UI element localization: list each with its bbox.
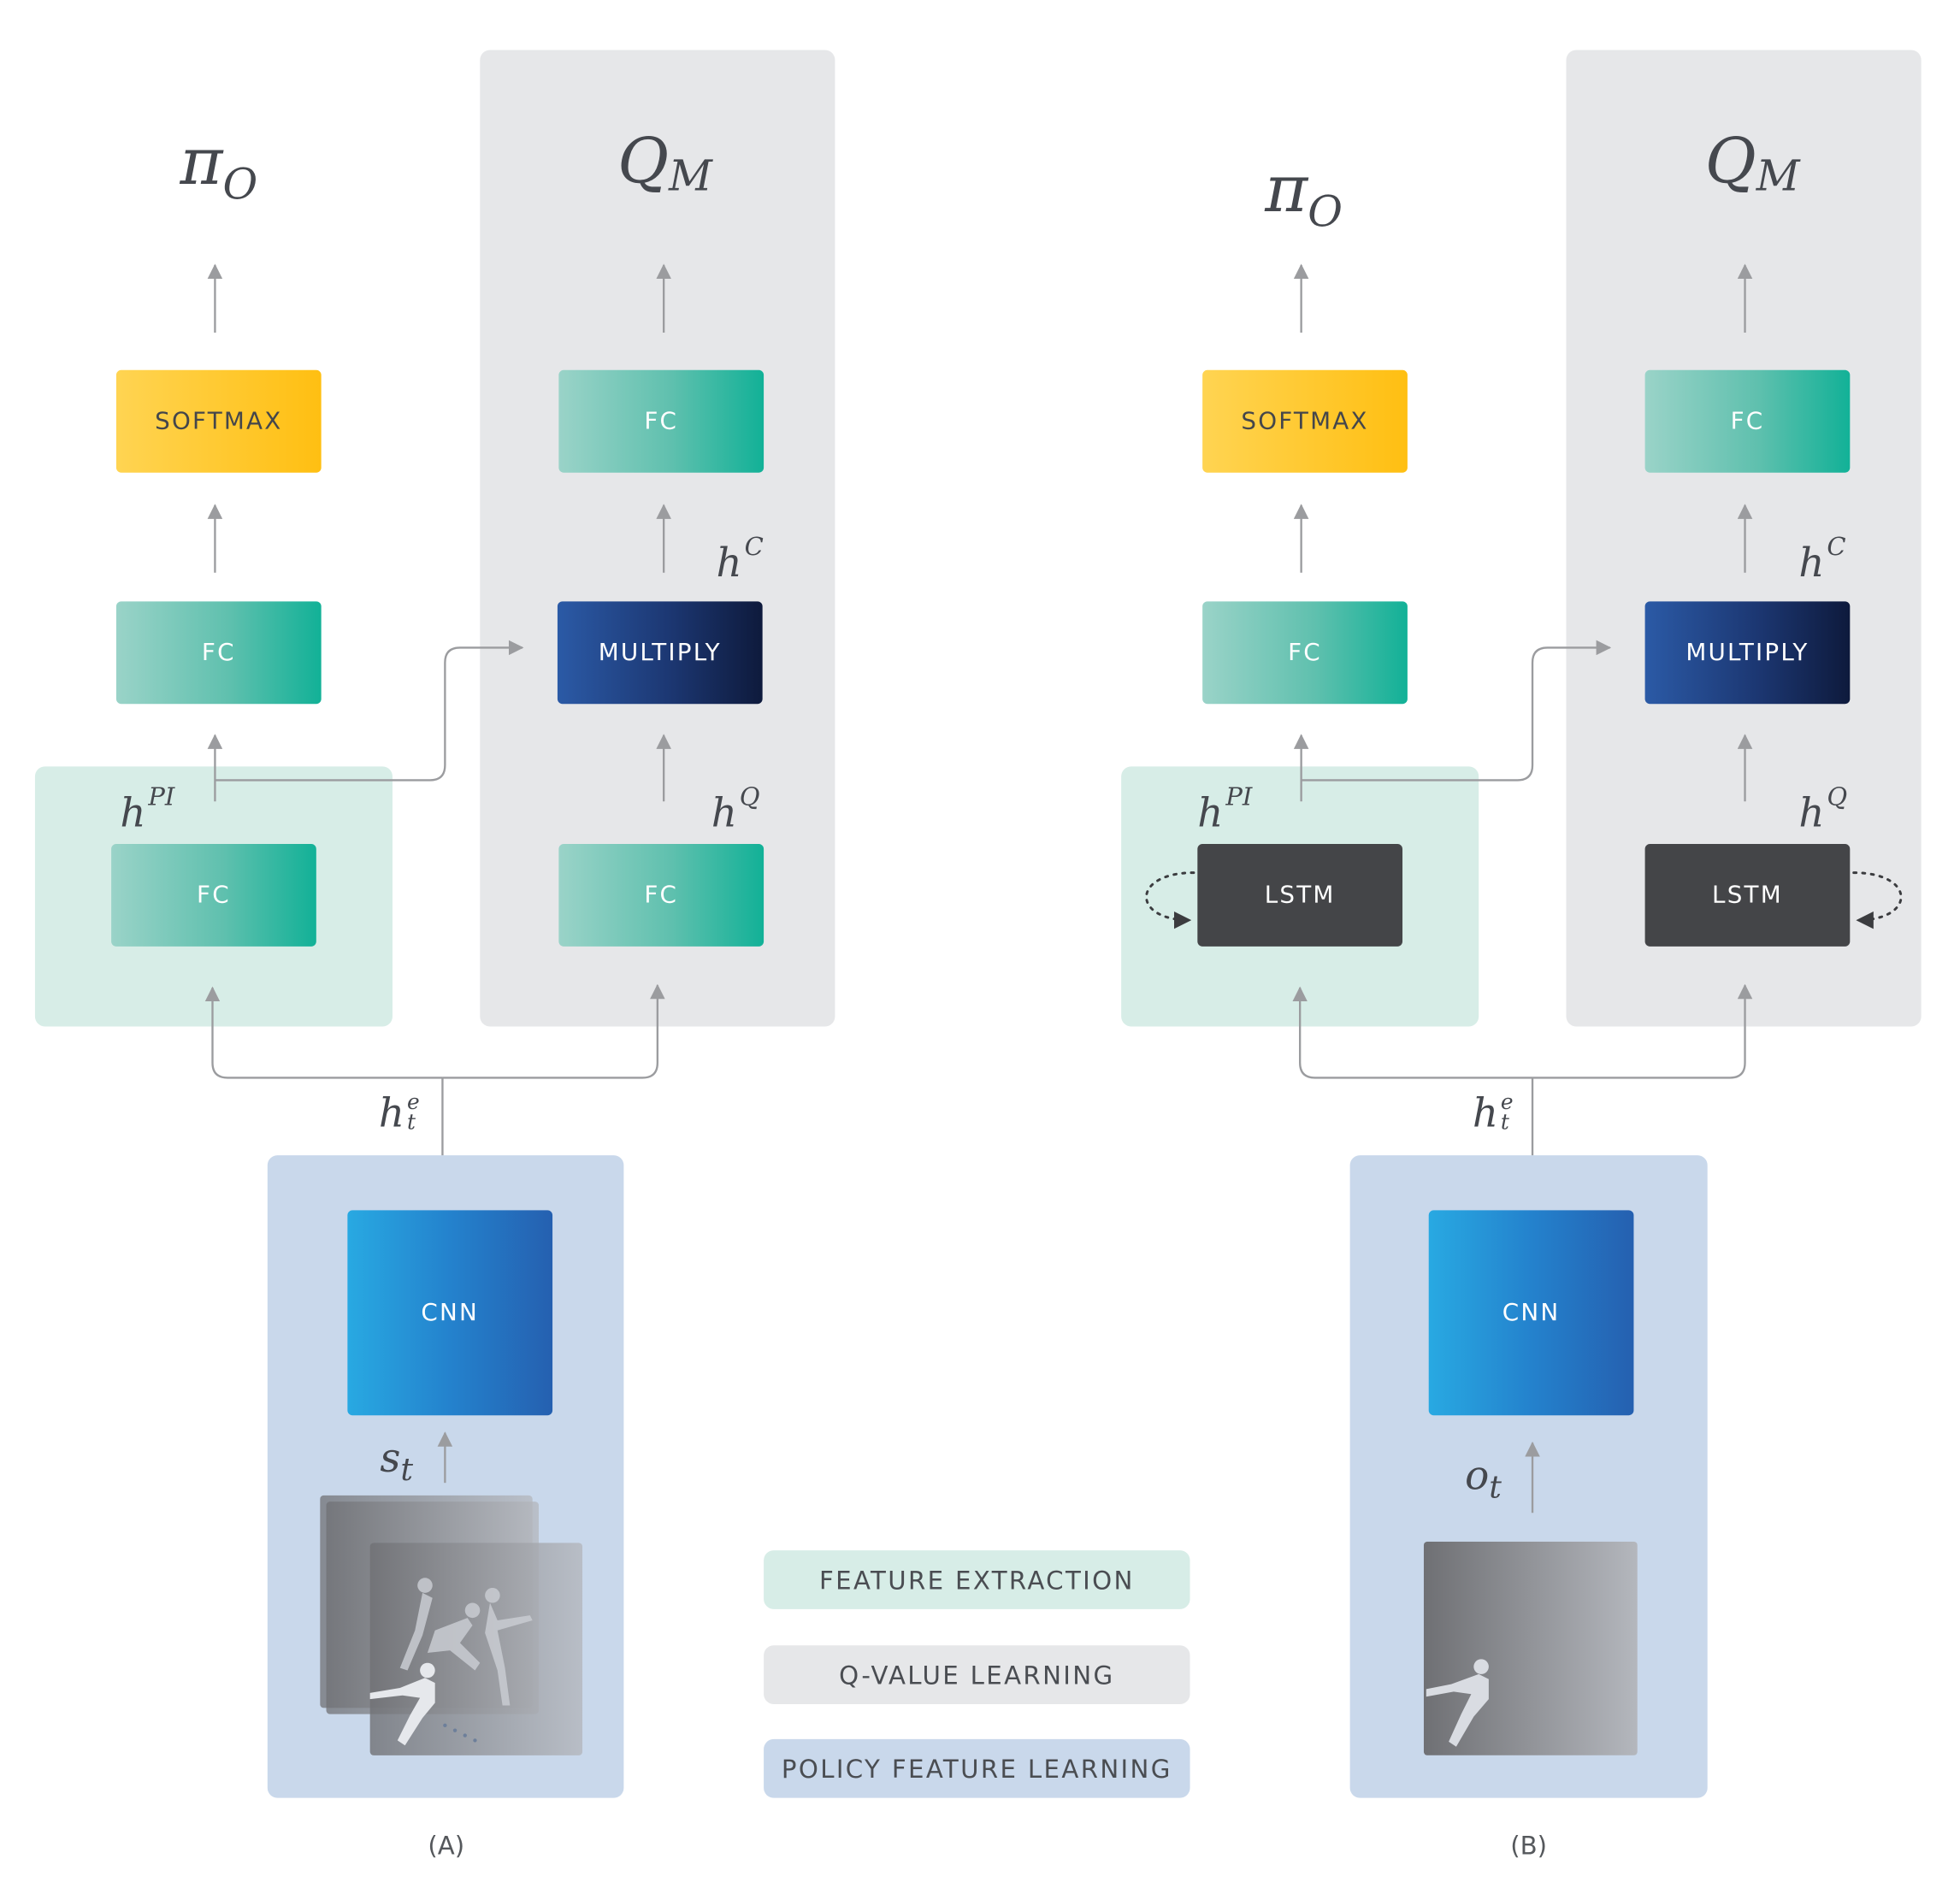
observation-input-label-b: ot [1465, 1451, 1502, 1506]
caption-a: (A) [428, 1830, 465, 1861]
softmax-box-a: SOFTMAX [115, 369, 322, 473]
legend-q-value-learning: Q-VALUE LEARNING [764, 1645, 1190, 1704]
athlete-silhouettes [399, 1578, 533, 1706]
cnn-box-a: CNN [347, 1210, 553, 1416]
policy-output-symbol-a: πO [180, 125, 258, 210]
legend-feature-extraction: FEATURE EXTRACTION [764, 1550, 1190, 1609]
policy-output-symbol-b: πO [1265, 152, 1343, 238]
fc-feature-box-a: FC [111, 843, 316, 947]
fc-q-top-box-b: FC [1644, 369, 1851, 473]
arrow-b-split-left [1292, 986, 1533, 1079]
fc-policy-box-a: FC [115, 601, 322, 705]
fc-q-top-box-a: FC [558, 369, 765, 473]
lstm-feature-box-b: LSTM [1197, 843, 1403, 947]
athlete-silhouette-icon [1426, 1659, 1489, 1747]
multiply-box-a: MULTIPLY [557, 601, 763, 705]
recurrent-loop-q-lstm [1852, 871, 1903, 929]
lstm-q-box-b: LSTM [1644, 843, 1851, 947]
q-output-symbol-a: QM [617, 125, 712, 202]
state-input-label-a: st [380, 1434, 414, 1488]
arrow-b-split-right [1532, 983, 1753, 1079]
fc-policy-box-b: FC [1202, 601, 1408, 705]
cnn-box-b: CNN [1428, 1210, 1634, 1416]
q-output-symbol-b: QM [1704, 125, 1800, 202]
athlete-silhouette-front [369, 1662, 435, 1746]
arrow-b-branch-right [1301, 640, 1612, 782]
input-frame-b [1423, 1541, 1638, 1755]
softmax-box-b: SOFTMAX [1202, 369, 1408, 473]
legend-policy-feature-learning: POLICY FEATURE LEARNING [764, 1738, 1190, 1798]
recurrent-loop-feature-lstm [1145, 871, 1195, 929]
input-frames-a [320, 1495, 583, 1758]
multiply-box-b: MULTIPLY [1644, 601, 1851, 705]
arrow-a-split-left [204, 986, 443, 1079]
arrow-a-branch-right [215, 640, 524, 782]
fc-q-box-a: FC [558, 843, 765, 947]
arrow-a-split-right [442, 983, 665, 1079]
caption-b: (B) [1510, 1830, 1548, 1861]
